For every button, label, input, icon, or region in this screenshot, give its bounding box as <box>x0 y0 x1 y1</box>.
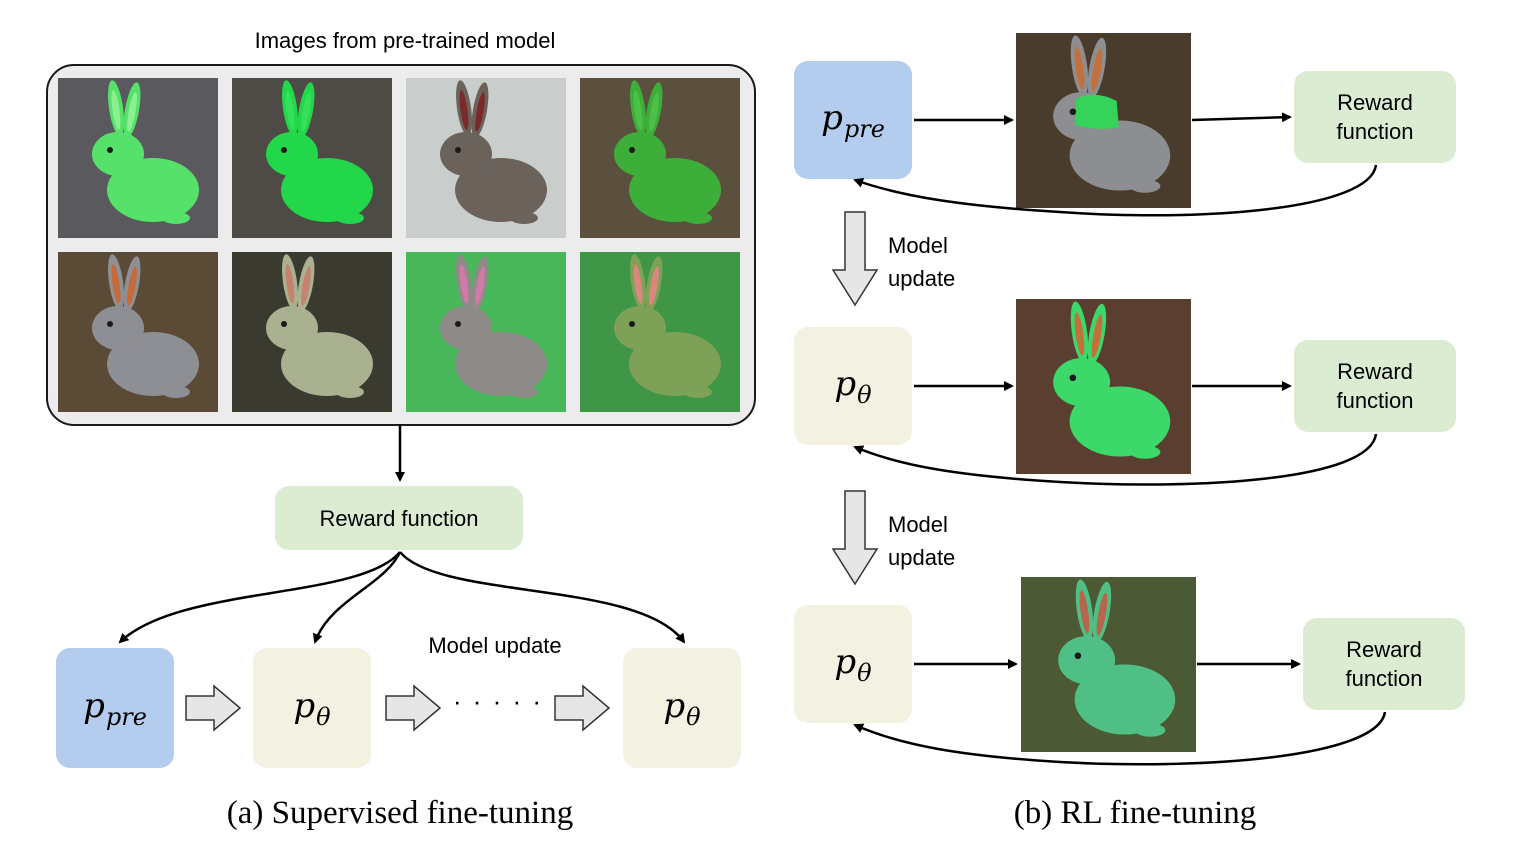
down-block-arrow-1 <box>831 211 879 307</box>
generated-rabbit-image <box>1016 33 1191 208</box>
p-pre-box-b: ppre <box>794 61 912 179</box>
rabbit-thumbnail <box>232 78 392 238</box>
p-theta-box-b1: pθ <box>794 327 912 445</box>
p-pre-box-a: ppre <box>56 648 174 768</box>
caption-a: (a) Supervised fine-tuning <box>226 795 574 831</box>
reward-function-box-b1: Reward function <box>1294 71 1456 163</box>
reward-line-2: function <box>1336 388 1414 413</box>
reward-function-box-b3: Reward function <box>1303 618 1465 710</box>
reward-line-2: function <box>1336 119 1414 144</box>
p-theta-box-a1: pθ <box>253 648 371 768</box>
rabbit-thumbnail <box>580 78 740 238</box>
reward-function-box-a: Reward function <box>275 486 523 550</box>
p-theta-symbol: pθ <box>834 641 872 687</box>
reward-function-box-b2: Reward function <box>1294 340 1456 432</box>
image-to-reward-arrow <box>1191 112 1292 123</box>
p-theta-box-b2: pθ <box>794 605 912 723</box>
gallery-title: Images from pre-trained model <box>254 28 556 53</box>
p-theta-symbol: pθ <box>293 685 331 731</box>
reward-line-2: function <box>1345 666 1423 691</box>
rabbit-thumbnail <box>406 252 566 412</box>
p-theta-box-a2: pθ <box>623 648 741 768</box>
reward-function-label: Reward function <box>319 505 479 531</box>
reward-to-p-pre-arrow <box>118 551 401 644</box>
generated-rabbit-image <box>1021 577 1196 752</box>
p-theta-symbol: pθ <box>834 363 872 409</box>
rabbit-thumbnail <box>58 78 218 238</box>
block-arrow-1 <box>185 684 242 732</box>
model-update-label-a: Model update <box>428 633 562 658</box>
p-pre-symbol: ppre <box>821 97 885 143</box>
rabbit-thumbnail <box>232 252 392 412</box>
down-block-arrow-2 <box>831 490 879 586</box>
p-pre-symbol: ppre <box>83 685 147 731</box>
caption-b: (b) RL fine-tuning <box>1013 795 1257 831</box>
reward-to-p-theta-arrow <box>312 551 402 644</box>
rabbit-thumbnail <box>406 78 566 238</box>
rabbit-thumbnail <box>580 252 740 412</box>
reward-line-1: Reward <box>1337 90 1413 115</box>
ellipsis-dots: · · · · · <box>452 686 544 716</box>
p-theta-symbol: pθ <box>663 685 701 731</box>
generated-rabbit-image <box>1016 299 1191 474</box>
block-arrow-2 <box>385 684 442 732</box>
block-arrow-3 <box>554 684 611 732</box>
rabbit-thumbnail <box>58 252 218 412</box>
reward-to-p-theta-final-arrow <box>399 551 686 644</box>
reward-line-1: Reward <box>1346 637 1422 662</box>
reward-line-1: Reward <box>1337 359 1413 384</box>
